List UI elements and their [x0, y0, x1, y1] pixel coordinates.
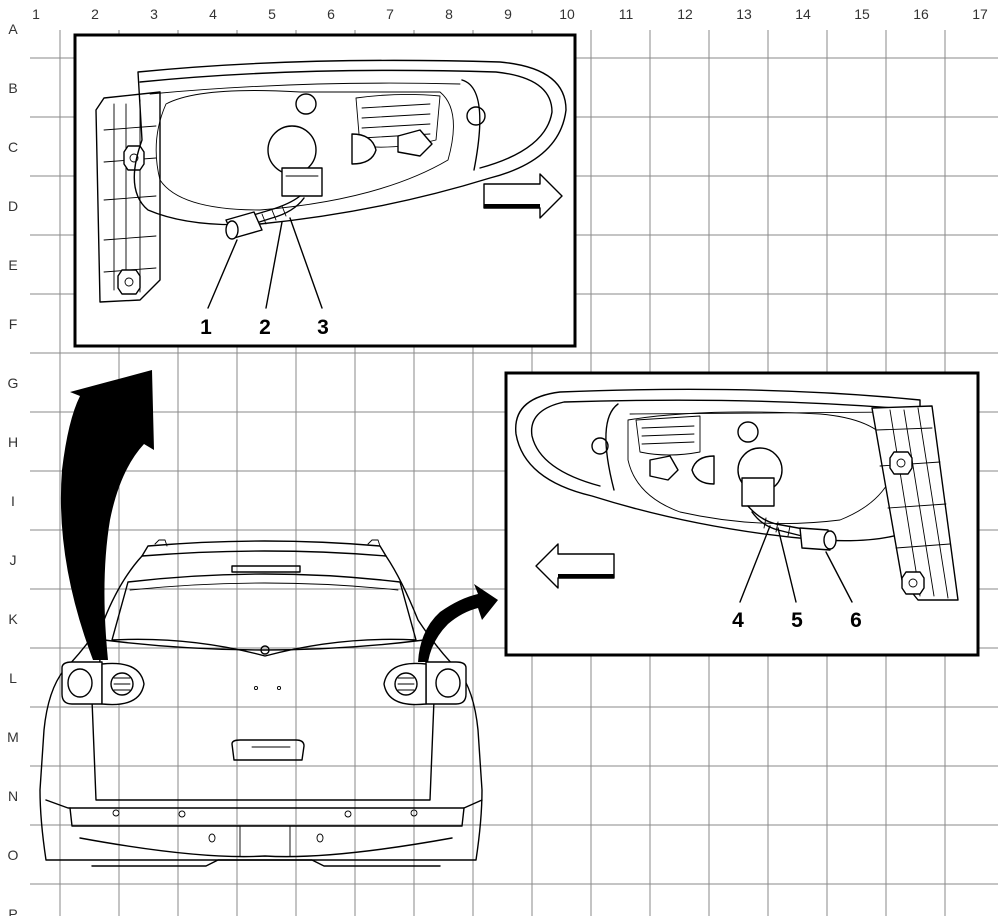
- grid-column-label: 2: [91, 6, 99, 22]
- grid-column-label: 9: [504, 6, 512, 22]
- grid-column-label: 8: [445, 6, 453, 22]
- grid-row-label: P: [8, 906, 17, 916]
- curved-arrow-icon: [418, 584, 498, 662]
- grid-row-label: J: [10, 552, 17, 568]
- grid-column-label: 10: [559, 6, 575, 22]
- grid-row-label: B: [8, 80, 17, 96]
- callout-6: 6: [850, 609, 862, 632]
- callout-3: 3: [317, 316, 329, 339]
- callout-4: 4: [732, 609, 744, 632]
- grid-row-label: I: [11, 493, 15, 509]
- grid-row-label: N: [8, 788, 18, 804]
- grid-column-label: 17: [972, 6, 988, 22]
- curved-arrow-icon: [60, 370, 154, 660]
- vehicle-rear-view: [39, 539, 483, 867]
- grid-row-label: F: [9, 316, 18, 332]
- grid-row-label: C: [8, 139, 18, 155]
- grid-column-label: 5: [268, 6, 276, 22]
- callout-2: 2: [259, 316, 271, 339]
- grid-column-label: 14: [795, 6, 811, 22]
- grid-row-labels: A B C D E F G H I J K L M N O P: [7, 21, 19, 916]
- grid-row-label: O: [8, 847, 19, 863]
- grid-column-label: 4: [209, 6, 217, 22]
- grid-column-label: 6: [327, 6, 335, 22]
- grid-row-label: G: [8, 375, 19, 391]
- grid-row-label: M: [7, 729, 19, 745]
- grid-column-label: 7: [386, 6, 394, 22]
- grid-column-label: 1: [32, 6, 40, 22]
- grid-column-label: 3: [150, 6, 158, 22]
- grid-column-label: 15: [854, 6, 870, 22]
- grid-column-label: 13: [736, 6, 752, 22]
- grid-row-label: L: [9, 670, 17, 686]
- grid-row-label: D: [8, 198, 18, 214]
- left-tail-lamp-inset: 1 2 3: [73, 33, 577, 348]
- grid-row-label: H: [8, 434, 18, 450]
- grid-row-label: K: [8, 611, 18, 627]
- grid-column-label: 16: [913, 6, 929, 22]
- callout-5: 5: [791, 609, 803, 632]
- grid-row-label: E: [8, 257, 17, 273]
- right-tail-lamp-inset: 4 5 6: [504, 371, 980, 657]
- grid-column-label: 11: [619, 6, 634, 22]
- grid-column-label: 12: [677, 6, 693, 22]
- grid-row-label: A: [8, 21, 18, 37]
- callout-1: 1: [200, 316, 212, 339]
